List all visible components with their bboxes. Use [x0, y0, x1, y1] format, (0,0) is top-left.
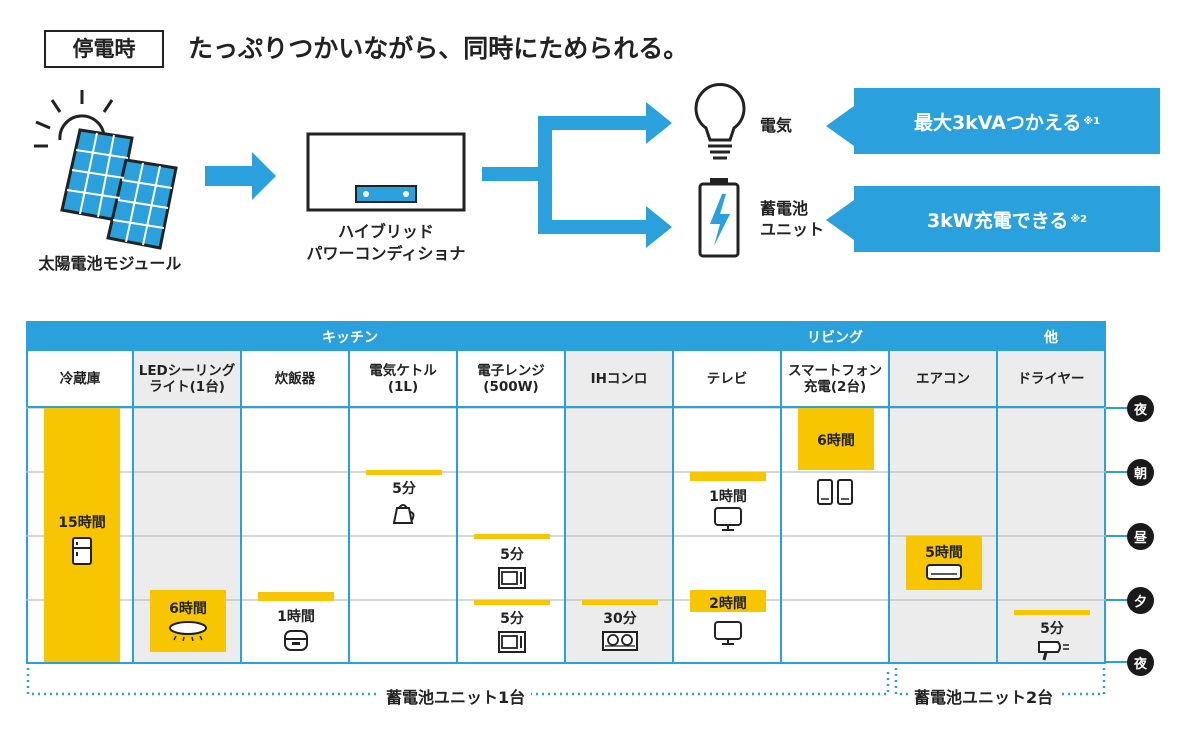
battery-label-line1: 蓄電池	[760, 199, 809, 218]
callout-charge-note: ※2	[1070, 213, 1088, 225]
battery-unit-1-label: 蓄電池ユニット1台	[380, 684, 532, 708]
time-night-end: 夜	[1127, 649, 1154, 676]
col-kettle: 電気ケトル (1L)	[369, 362, 437, 395]
shade-col-dryer	[998, 407, 1104, 662]
led-duration: 6時間	[169, 601, 207, 617]
callout-charge: 3kW充電できる※2	[854, 186, 1160, 252]
col-led: LEDシーリング ライト(1台)	[138, 362, 236, 395]
microwave-duration-2: 5分	[500, 611, 524, 627]
shade-hdr-led	[134, 351, 242, 407]
battery-label-line2: ユニット	[760, 220, 825, 239]
phone-duration: 6時間	[817, 433, 855, 449]
microwave-bar-2	[474, 600, 550, 605]
col-ac: エアコン	[916, 370, 970, 387]
kettle-icon	[392, 504, 415, 524]
shade-col-ih	[566, 407, 674, 662]
ih-duration: 30分	[603, 611, 637, 627]
tv-bar-2	[690, 590, 766, 612]
flow-diagram	[34, 83, 854, 258]
battery-icon	[698, 178, 740, 258]
dryer-duration: 5分	[1040, 621, 1064, 637]
rice-duration: 1時間	[277, 609, 315, 625]
group-living: リビング	[674, 323, 996, 351]
hair-dryer-icon	[1038, 641, 1069, 661]
microwave-icon	[498, 567, 526, 589]
electric-label: 電気	[760, 116, 793, 135]
time-night-start: 夜	[1127, 395, 1154, 422]
group-kitchen: キッチン	[28, 323, 672, 351]
group-other: 他	[998, 323, 1104, 351]
smartphone-icon	[817, 479, 853, 505]
usage-table	[26, 321, 1106, 664]
page-title: たっぷりつかいながら、同時にためられる。	[188, 34, 689, 63]
time-evening: 夕	[1127, 587, 1154, 614]
fridge-bar	[44, 408, 120, 662]
fridge-duration: 15時間	[58, 515, 106, 531]
solar-module-label: 太陽電池モジュール	[38, 254, 182, 273]
ih-stove-icon	[602, 631, 638, 651]
fridge-icon	[72, 537, 92, 565]
tv-icon	[714, 507, 742, 531]
microwave-icon	[498, 631, 526, 653]
pcs-label-line2: パワーコンディショナ	[306, 244, 466, 263]
col-microwave: 電子レンジ (500W)	[477, 362, 545, 395]
shade-hdr-ac	[890, 351, 996, 407]
microwave-bar-1	[474, 534, 550, 539]
shade-hdr-ih	[566, 351, 674, 407]
split-arrow-icon	[482, 102, 672, 248]
ih-bar	[582, 600, 658, 605]
time-noon: 昼	[1127, 523, 1154, 550]
microwave-duration-1: 5分	[500, 547, 524, 563]
ac-bar	[906, 536, 982, 590]
kettle-duration: 5分	[392, 481, 416, 497]
tv-duration-2: 2時間	[709, 596, 747, 612]
ac-duration: 5時間	[925, 545, 963, 561]
callout-power: 最大3kVAつかえる※1	[854, 88, 1160, 154]
callout-power-note: ※1	[1083, 115, 1101, 127]
battery-unit-2-label: 蓄電池ユニット2台	[908, 684, 1060, 708]
ceiling-light-icon	[169, 621, 207, 642]
shade-hdr-dryer	[998, 351, 1104, 407]
tv-duration-1: 1時間	[709, 489, 747, 505]
solar-panel-icon	[60, 128, 178, 250]
light-bulb-icon	[694, 83, 746, 160]
sun-icon	[34, 90, 114, 148]
phone-bar	[798, 408, 874, 470]
time-morning: 朝	[1127, 459, 1154, 486]
callout-charge-text: 3kW充電できる	[926, 209, 1069, 232]
col-phone: スマートフォン 充電(2台)	[787, 362, 883, 395]
rice-cooker-icon	[284, 630, 308, 651]
col-dryer: ドライヤー	[1017, 370, 1085, 387]
shade-col-ac	[890, 407, 996, 662]
power-outage-badge: 停電時	[44, 30, 164, 68]
col-tv: テレビ	[706, 370, 748, 387]
tv-icon	[714, 621, 742, 645]
col-ih: IHコンロ	[590, 370, 648, 387]
callout-power-text: 最大3kVAつかえる	[913, 111, 1082, 134]
tv-bar-1	[690, 472, 766, 481]
pcs-label-line1: ハイブリッド	[338, 222, 434, 241]
air-conditioner-icon	[926, 564, 962, 580]
dryer-bar	[1014, 610, 1090, 615]
kettle-bar	[366, 470, 442, 475]
rice-bar	[258, 592, 334, 601]
arrow-right-icon	[205, 152, 276, 200]
power-conditioner-icon	[306, 132, 466, 212]
col-rice: 炊飯器	[274, 370, 316, 387]
col-fridge: 冷蔵庫	[59, 370, 101, 387]
